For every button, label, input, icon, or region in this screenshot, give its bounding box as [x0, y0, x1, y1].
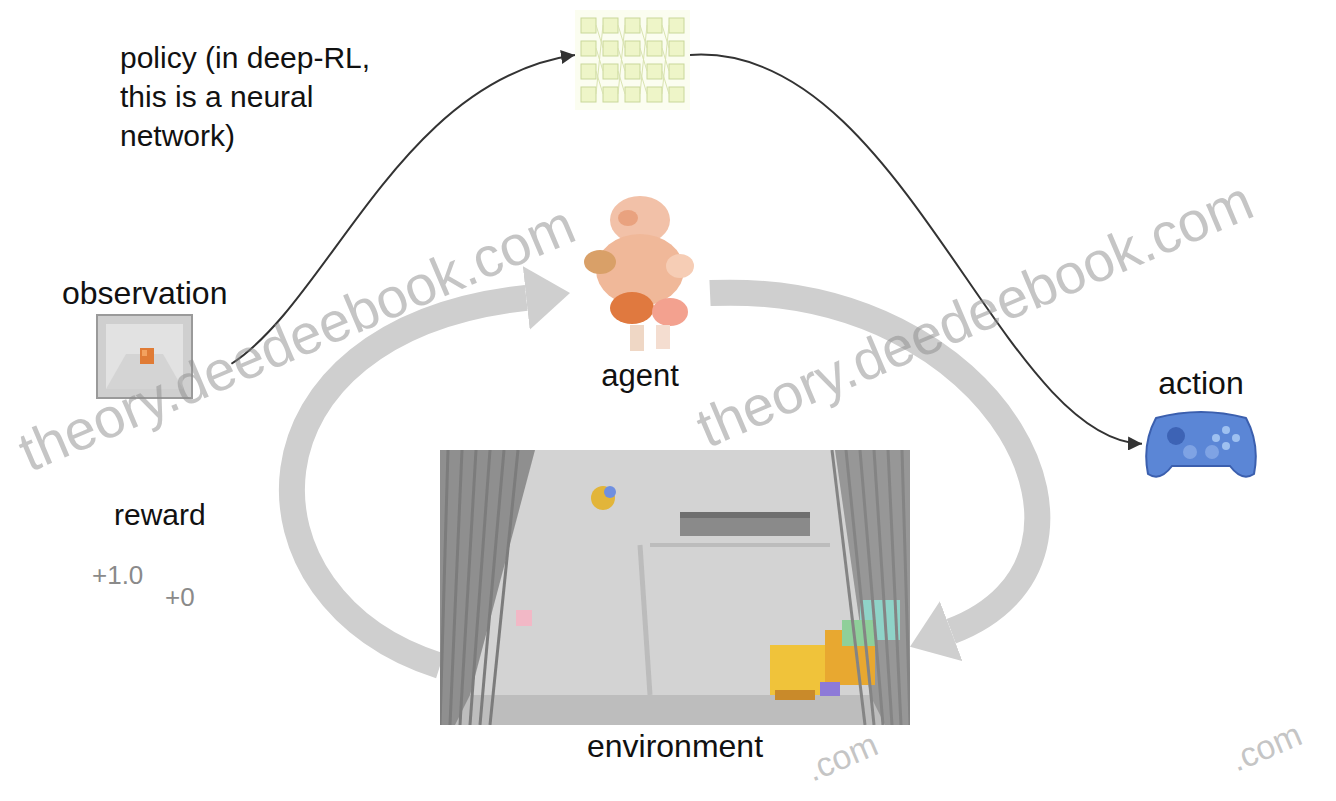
reward-value: +0 [165, 582, 195, 613]
agent-figure [570, 190, 710, 355]
node-label: observation [58, 272, 231, 314]
watermark: .com [1224, 715, 1307, 780]
environment-scene [440, 450, 910, 725]
action-node: action [1142, 362, 1260, 482]
edge-label: reward [112, 498, 208, 532]
reward-value: +1.0 [92, 560, 143, 591]
node-label: action [1142, 362, 1260, 404]
agent-node: agent [570, 190, 710, 396]
node-label: agent [570, 355, 710, 396]
gamepad-icon [1142, 404, 1260, 482]
environment-node: environment [440, 450, 910, 767]
policy-node: policy (in deep-RL, this is a neural net… [575, 10, 690, 110]
neural-network-icon [575, 10, 690, 110]
watermark: .com [800, 725, 883, 790]
watermark: theory.deedeebook.com [9, 191, 584, 484]
node-label: policy (in deep-RL, this is a neural net… [120, 38, 412, 155]
